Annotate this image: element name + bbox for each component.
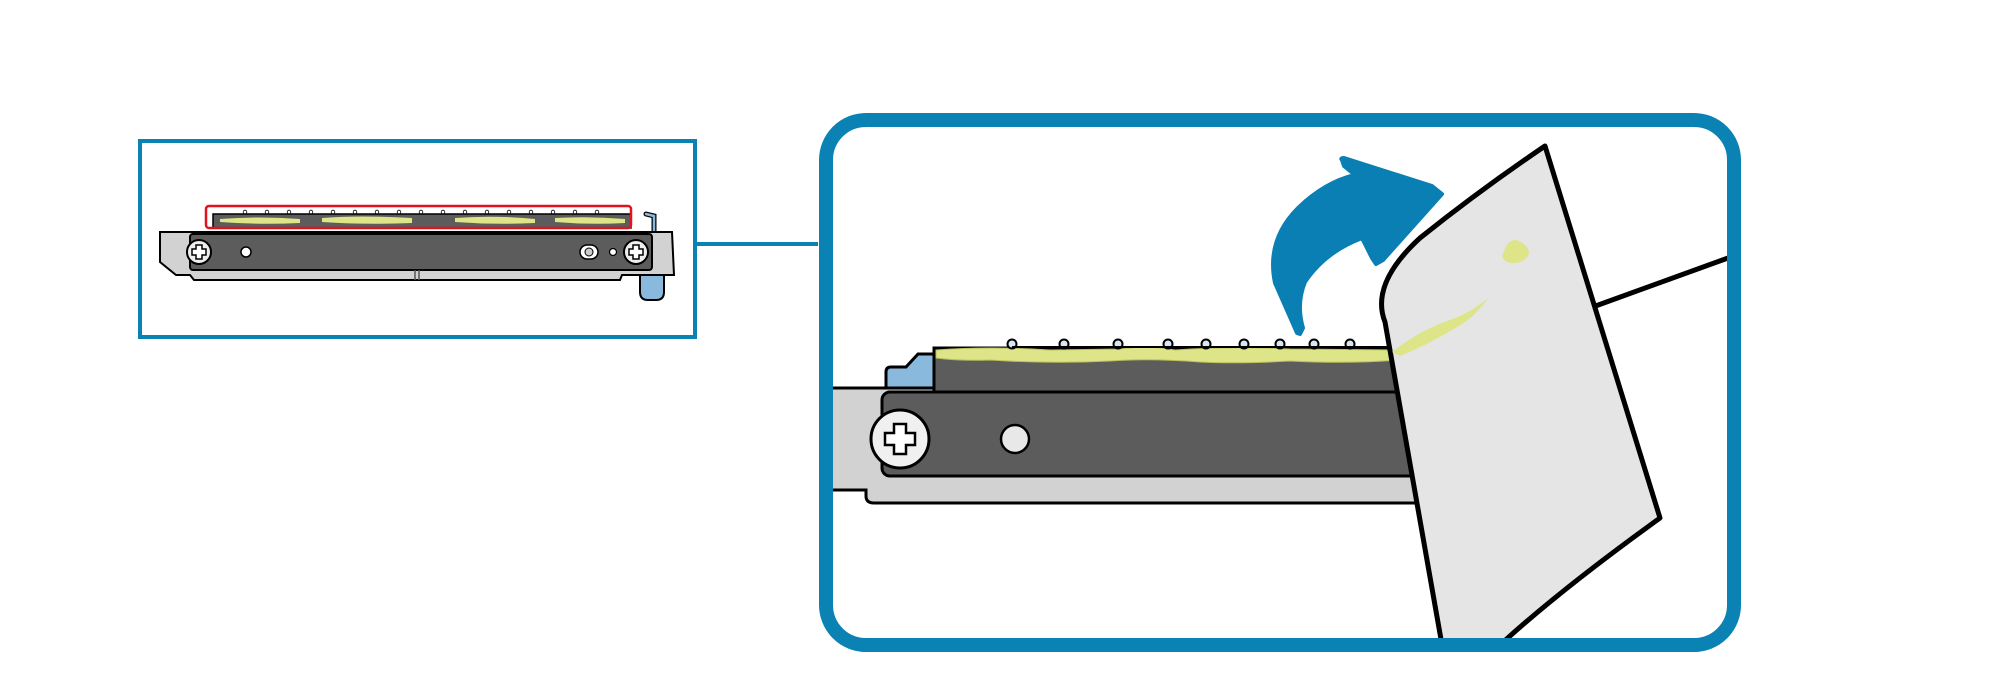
zoom-hole — [999, 423, 1031, 455]
overview-highlight-box — [204, 204, 633, 230]
lint-free-cloth — [1379, 143, 1734, 645]
zoom-thermal-paste — [935, 346, 1401, 364]
overview-screw-right-icon — [623, 239, 649, 265]
zoom-screw-icon — [869, 408, 931, 470]
overview-hole-left — [240, 246, 252, 258]
cloth-paste-dot — [1502, 240, 1529, 264]
zoom-frame — [819, 113, 1741, 652]
overview-pins — [242, 209, 600, 215]
zoom-latch-block — [884, 352, 938, 390]
zoom-module — [826, 338, 1444, 505]
overview-slot — [579, 244, 599, 260]
overview-callout — [138, 139, 697, 339]
cloth-back-edge — [1589, 247, 1734, 311]
overview-latch-icon — [639, 211, 665, 301]
overview-screw-left-icon — [186, 239, 212, 265]
cloth-paste-smear — [1392, 298, 1488, 356]
zoom-dark-plate — [880, 390, 1444, 478]
overview-thermal-paste — [220, 216, 625, 224]
cloth-sheet — [1379, 143, 1663, 645]
curved-lift-arrow-icon — [1271, 156, 1444, 336]
overview-hole-right — [608, 247, 618, 257]
zoom-detail-callout — [819, 113, 1741, 652]
